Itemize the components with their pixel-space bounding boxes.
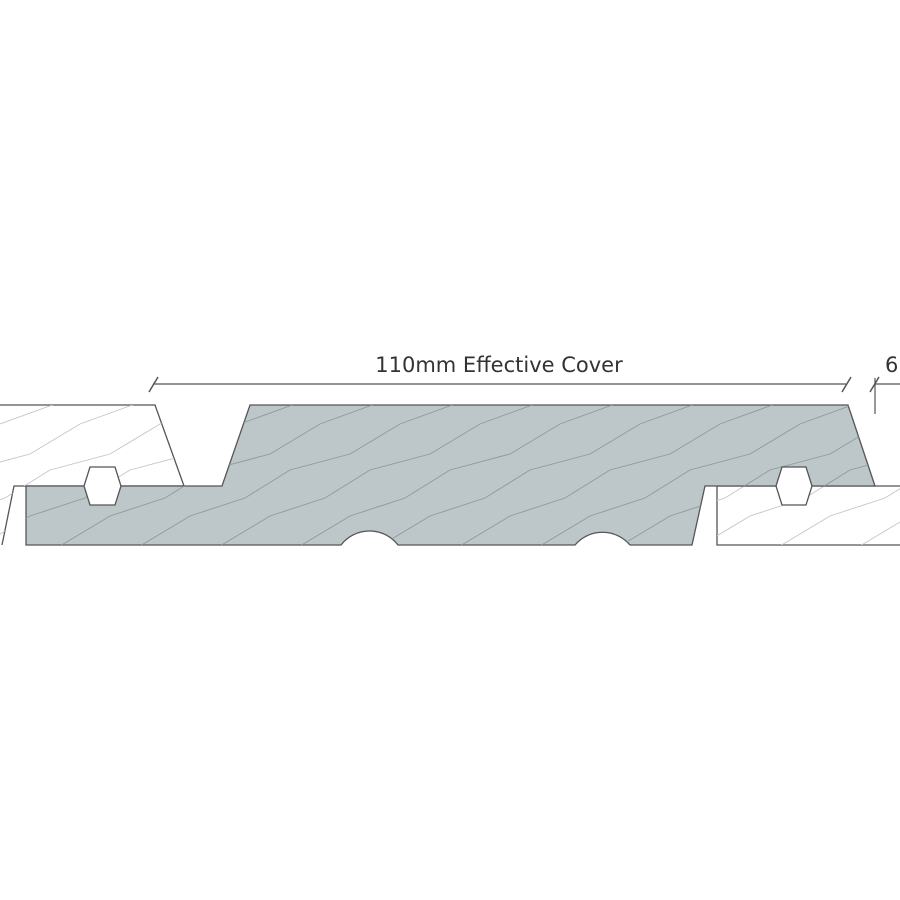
side-dimension-label: 6 — [885, 353, 898, 377]
grain-line — [399, 405, 826, 545]
hex-fixing-left — [83, 466, 122, 506]
grain-line — [0, 405, 184, 545]
hex-fixing-right — [775, 466, 813, 506]
grain-line — [479, 405, 875, 545]
wood-grain-right — [717, 486, 900, 545]
grain-line — [719, 486, 900, 545]
grain-line — [0, 405, 184, 545]
grain-line — [159, 405, 586, 545]
grain-line — [0, 405, 106, 545]
grain-line — [559, 405, 875, 545]
right-adjacent-board — [716, 485, 900, 546]
grain-line — [0, 405, 184, 545]
effective-cover-label: 110mm Effective Cover — [375, 353, 623, 377]
effective-cover-dimension — [148, 376, 900, 414]
grain-line — [79, 405, 506, 545]
grain-line — [799, 486, 900, 545]
grain-line — [239, 405, 666, 545]
grain-line — [319, 405, 746, 545]
